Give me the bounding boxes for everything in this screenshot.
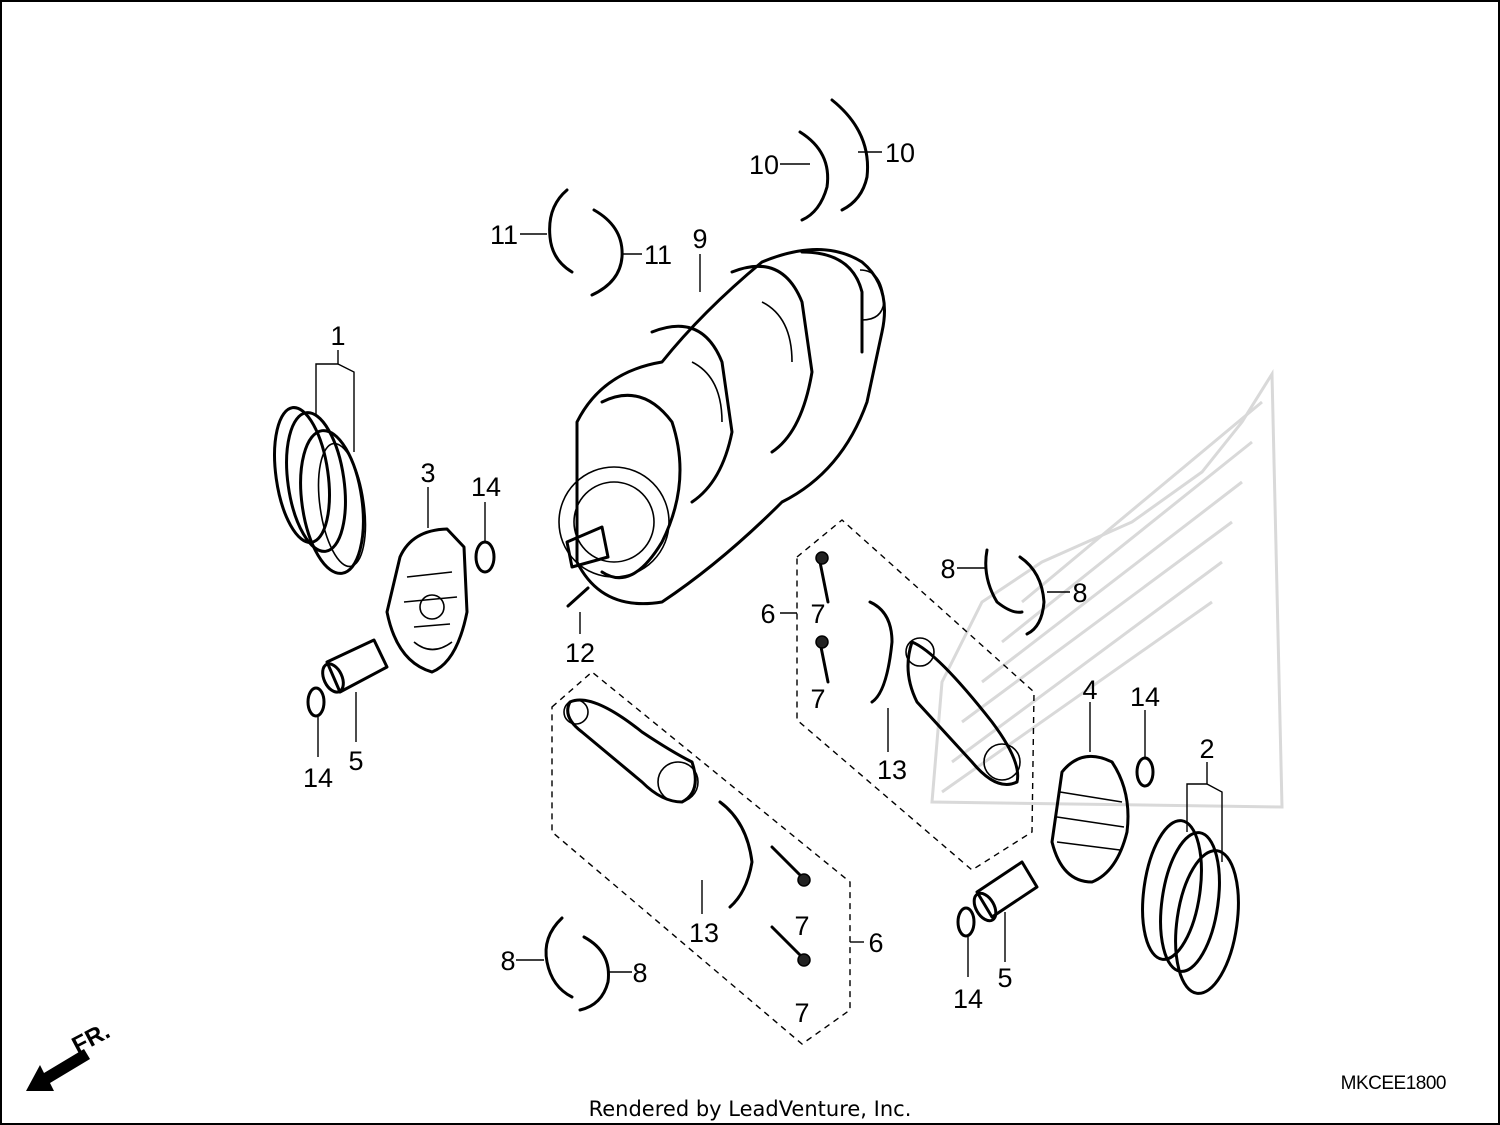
watermark-wing xyxy=(930,368,1284,809)
callout-14-a[interactable]: 14 xyxy=(471,472,501,502)
callout-5-right[interactable]: 5 xyxy=(997,963,1012,993)
callout-8-c[interactable]: 8 xyxy=(500,946,515,976)
callout-6-lower[interactable]: 6 xyxy=(868,928,883,958)
callout-13-upper[interactable]: 13 xyxy=(877,755,907,785)
callout-11-left[interactable]: 11 xyxy=(490,220,518,250)
thrust-washers[interactable] xyxy=(798,98,870,222)
render-credit: Rendered by LeadVenture, Inc. xyxy=(588,1097,912,1121)
piston-pin-left[interactable] xyxy=(319,638,389,695)
callout-11-right[interactable]: 11 xyxy=(644,240,672,270)
callout-14-b[interactable]: 14 xyxy=(303,763,333,793)
callout-4[interactable]: 4 xyxy=(1082,675,1097,705)
piston-left[interactable] xyxy=(385,527,469,674)
callout-3[interactable]: 3 xyxy=(420,458,435,488)
conrod-bearings-lower[interactable] xyxy=(544,916,610,1012)
snap-ring-bottom-left[interactable] xyxy=(306,686,326,718)
callout-8-b[interactable]: 8 xyxy=(1072,578,1087,608)
callout-9[interactable]: 9 xyxy=(692,224,707,254)
piston-rings-left[interactable] xyxy=(267,404,373,577)
diagram-code: MKCEE1800 xyxy=(1340,1073,1447,1094)
callout-5-left[interactable]: 5 xyxy=(348,746,363,776)
piston-right[interactable] xyxy=(1050,754,1130,884)
callout-12[interactable]: 12 xyxy=(565,638,595,668)
callout-2[interactable]: 2 xyxy=(1199,734,1214,764)
callout-14-d[interactable]: 14 xyxy=(953,984,983,1014)
piston-rings-right[interactable] xyxy=(1135,817,1247,998)
piston-pin-right[interactable] xyxy=(970,860,1039,924)
callout-13-lower[interactable]: 13 xyxy=(689,918,719,948)
crank-pin-12[interactable] xyxy=(566,586,590,608)
callout-7-d[interactable]: 7 xyxy=(794,998,809,1028)
conrod-assembly-upper[interactable] xyxy=(796,519,1035,871)
callout-7-c[interactable]: 7 xyxy=(794,911,809,941)
callout-10-left[interactable]: 10 xyxy=(749,150,779,180)
snap-ring-bottom-right[interactable] xyxy=(956,906,976,938)
callout-7-b[interactable]: 7 xyxy=(810,684,825,714)
callout-10-right[interactable]: 10 xyxy=(885,138,915,168)
main-bearings[interactable] xyxy=(548,188,624,297)
callout-1[interactable]: 1 xyxy=(330,321,345,351)
conrod-assembly-lower[interactable] xyxy=(551,671,851,1045)
crankshaft[interactable] xyxy=(558,248,886,606)
conrod-bearings-upper[interactable] xyxy=(984,548,1046,636)
callout-6-upper[interactable]: 6 xyxy=(760,599,775,629)
snap-ring-top-right[interactable] xyxy=(1135,756,1155,788)
callout-14-c[interactable]: 14 xyxy=(1130,682,1160,712)
callout-8-a[interactable]: 8 xyxy=(940,554,955,584)
front-direction-arrow-icon xyxy=(26,1049,90,1091)
callout-8-d[interactable]: 8 xyxy=(632,958,647,988)
callout-7-a[interactable]: 7 xyxy=(810,599,825,629)
snap-ring-top-left[interactable] xyxy=(474,540,496,574)
